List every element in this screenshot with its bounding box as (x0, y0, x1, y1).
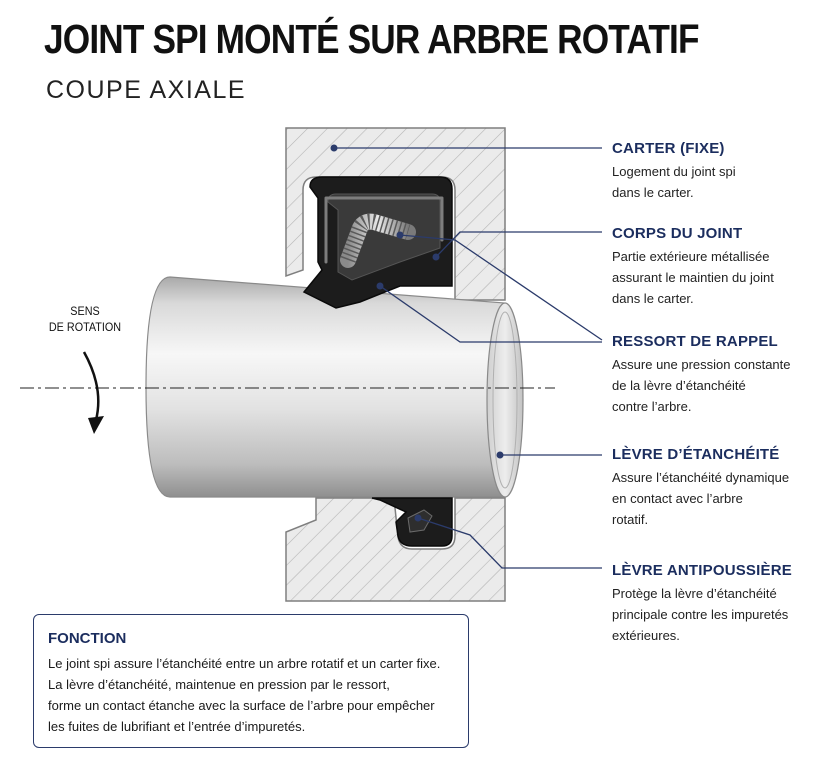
callout-title: CARTER (FIXE) (612, 140, 725, 157)
rotation-direction-label: SENS DE ROTATION (48, 304, 122, 334)
callout-title: CORPS DU JOINT (612, 225, 743, 242)
function-description: Le joint spi assure l’étanchéité entre u… (48, 656, 441, 734)
seal-lower (371, 497, 453, 547)
callout-text: Assure une pression constante de la lèvr… (612, 357, 791, 414)
leader-line-levre-etancheite (376, 282, 602, 343)
callout-title: LÈVRE ANTIPOUSSIÈRE (612, 562, 792, 579)
leader-line-carter (330, 144, 602, 152)
leader-line-ressort (396, 231, 603, 341)
callout-text: Assure l’étanchéité dynamique en contact… (612, 470, 790, 527)
leader-line-arbre (496, 451, 602, 459)
callout-corps-du-joint: CORPS DU JOINT Partie extérieure métalli… (612, 225, 827, 309)
callout-title: LÈVRE D’ÉTANCHÉITÉ (612, 446, 780, 463)
page-title: JOINT SPI MONTÉ SUR ARBRE ROTATIF (44, 16, 699, 62)
callout-ressort-de-rappel: RESSORT DE RAPPEL Assure une pression co… (612, 333, 827, 417)
page-subtitle: COUPE AXIALE (46, 76, 247, 104)
callout-levre-etancheite: LÈVRE D’ÉTANCHÉITÉ Assure l’étanchéité d… (612, 446, 827, 530)
function-info-box: FONCTION Le joint spi assure l’étanchéit… (33, 614, 469, 748)
callout-title: RESSORT DE RAPPEL (612, 333, 778, 350)
callout-text: Protège la lèvre d’étanchéité principale… (612, 586, 789, 643)
function-title: FONCTION (48, 630, 127, 647)
leader-line-corps (432, 231, 602, 261)
housing-lower (285, 497, 506, 602)
shaft (145, 276, 524, 498)
callout-text: Partie extérieure métallisée assurant le… (612, 249, 774, 306)
rotation-arrow-icon (82, 351, 104, 434)
callout-text: Logement du joint spi dans le carter. (612, 164, 736, 200)
callout-carter: CARTER (FIXE) Logement du joint spi dans… (612, 140, 827, 203)
garter-spring (340, 213, 416, 268)
leader-line-antipoussiere (414, 514, 602, 569)
callout-levre-antipoussiere: LÈVRE ANTIPOUSSIÈRE Protège la lèvre d’é… (612, 562, 827, 646)
